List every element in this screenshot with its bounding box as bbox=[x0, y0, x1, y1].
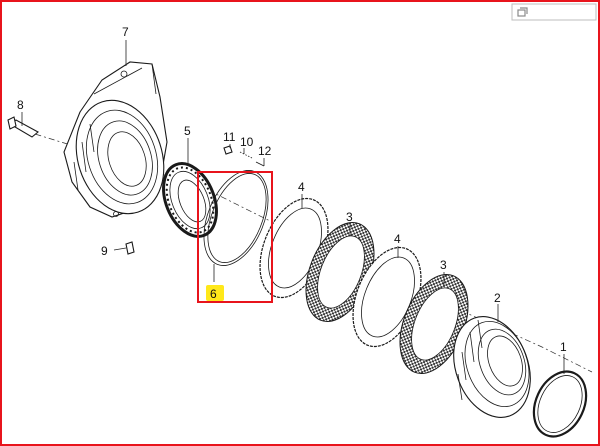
callout-2[interactable]: 2 bbox=[494, 291, 501, 305]
callout-5[interactable]: 5 bbox=[184, 124, 191, 138]
callout-4a[interactable]: 4 bbox=[298, 180, 305, 194]
part-10-spring bbox=[239, 151, 253, 159]
callout-4b[interactable]: 4 bbox=[394, 232, 401, 246]
callout-10[interactable]: 10 bbox=[240, 135, 254, 149]
callout-7[interactable]: 7 bbox=[122, 25, 129, 39]
callout-3b[interactable]: 3 bbox=[440, 258, 447, 272]
part-6-highlight[interactable] bbox=[197, 171, 273, 303]
corner-widget[interactable] bbox=[511, 3, 597, 21]
window-restore-icon bbox=[517, 7, 528, 17]
part-3-friction-disc-b bbox=[399, 273, 469, 375]
callout-9[interactable]: 9 bbox=[101, 244, 108, 258]
leader-lines bbox=[21, 40, 565, 374]
part-9-pin bbox=[125, 241, 135, 255]
callout-6[interactable]: 6 bbox=[210, 287, 217, 301]
part-7-housing bbox=[63, 61, 168, 218]
part-1-snap-ring bbox=[532, 370, 588, 438]
callout-11[interactable]: 11 bbox=[223, 130, 236, 144]
callout-12[interactable]: 12 bbox=[258, 144, 272, 158]
part-2-hub bbox=[453, 316, 531, 418]
part-5-bearing bbox=[162, 162, 218, 238]
center-axis bbox=[21, 129, 593, 373]
part-11-pin bbox=[223, 145, 233, 155]
part-12-pin bbox=[255, 161, 265, 167]
callout-3a[interactable]: 3 bbox=[346, 210, 353, 224]
callout-8[interactable]: 8 bbox=[17, 98, 24, 112]
callout-1[interactable]: 1 bbox=[560, 340, 567, 354]
part-8-bolt bbox=[7, 116, 39, 138]
